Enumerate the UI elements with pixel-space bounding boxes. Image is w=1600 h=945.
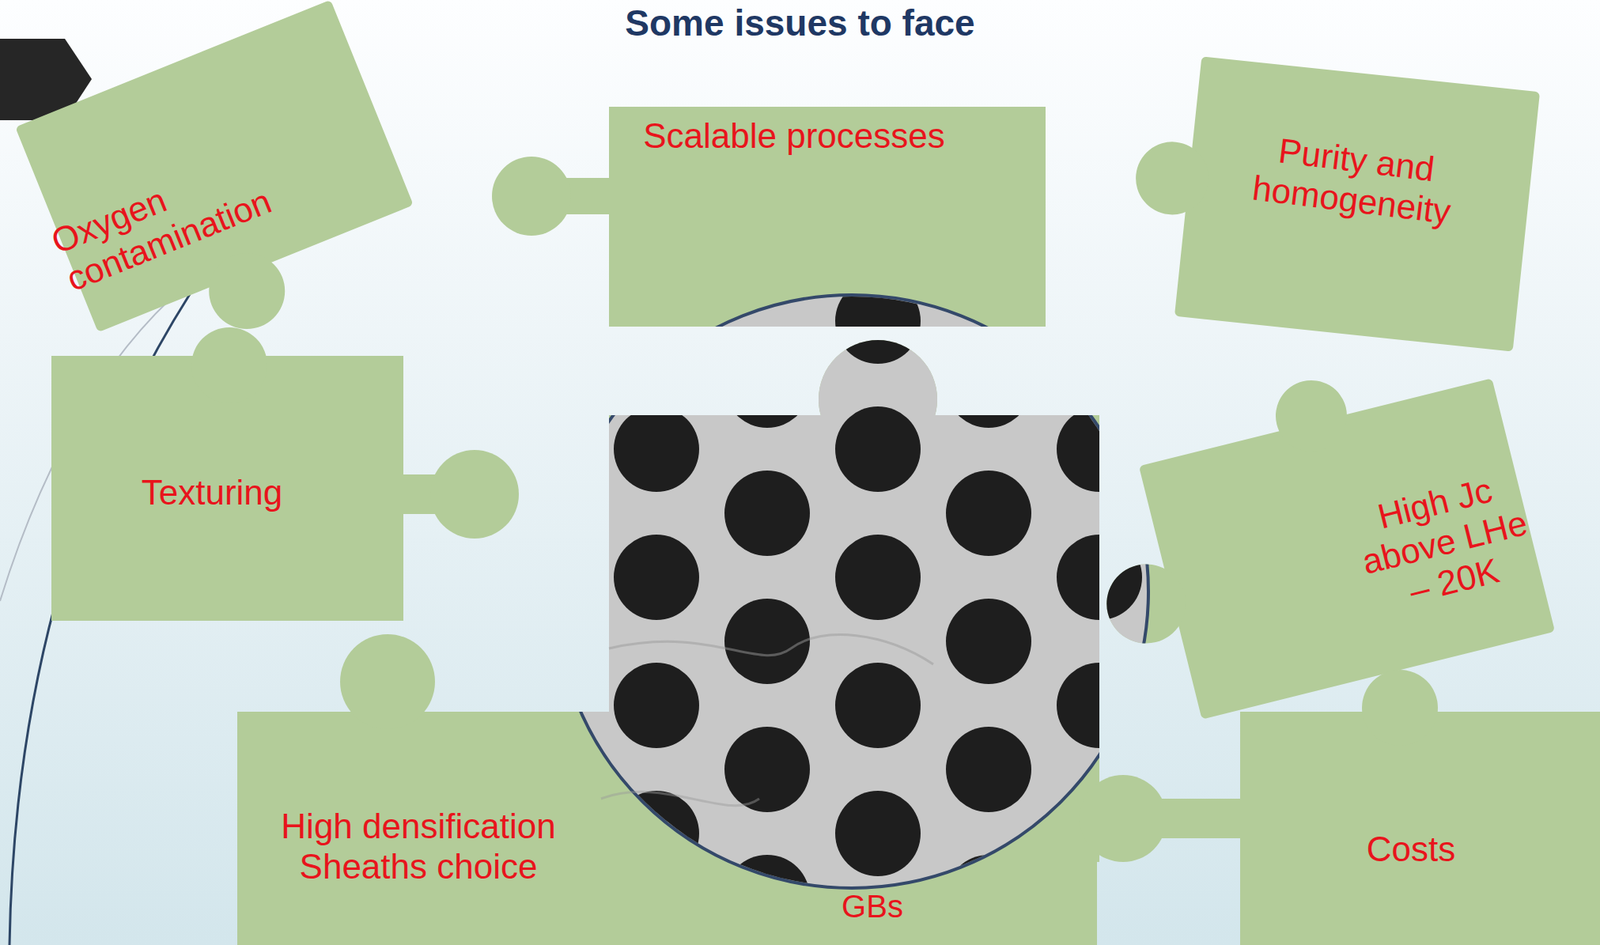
puzzle-pieces <box>15 0 1600 945</box>
piece-label: Scalable processes <box>588 116 1000 157</box>
puzzle-piece: Scalable processes <box>588 116 1000 157</box>
wire-cross-section <box>555 295 1149 889</box>
puzzle-piece: High densification Sheaths choice <box>236 806 601 887</box>
puzzle-piece: Texturing <box>81 472 343 514</box>
piece-label: Costs <box>1292 829 1530 870</box>
piece-label: High densification Sheaths choice <box>236 806 601 887</box>
ghost-outline <box>608 635 934 665</box>
puzzle-piece: Costs <box>1292 829 1530 870</box>
slide-title: Some issues to face <box>0 1 1600 45</box>
piece-label: Texturing <box>81 472 343 514</box>
ghost-outline <box>601 791 760 806</box>
grain-boundary-label: GBs <box>809 888 936 925</box>
